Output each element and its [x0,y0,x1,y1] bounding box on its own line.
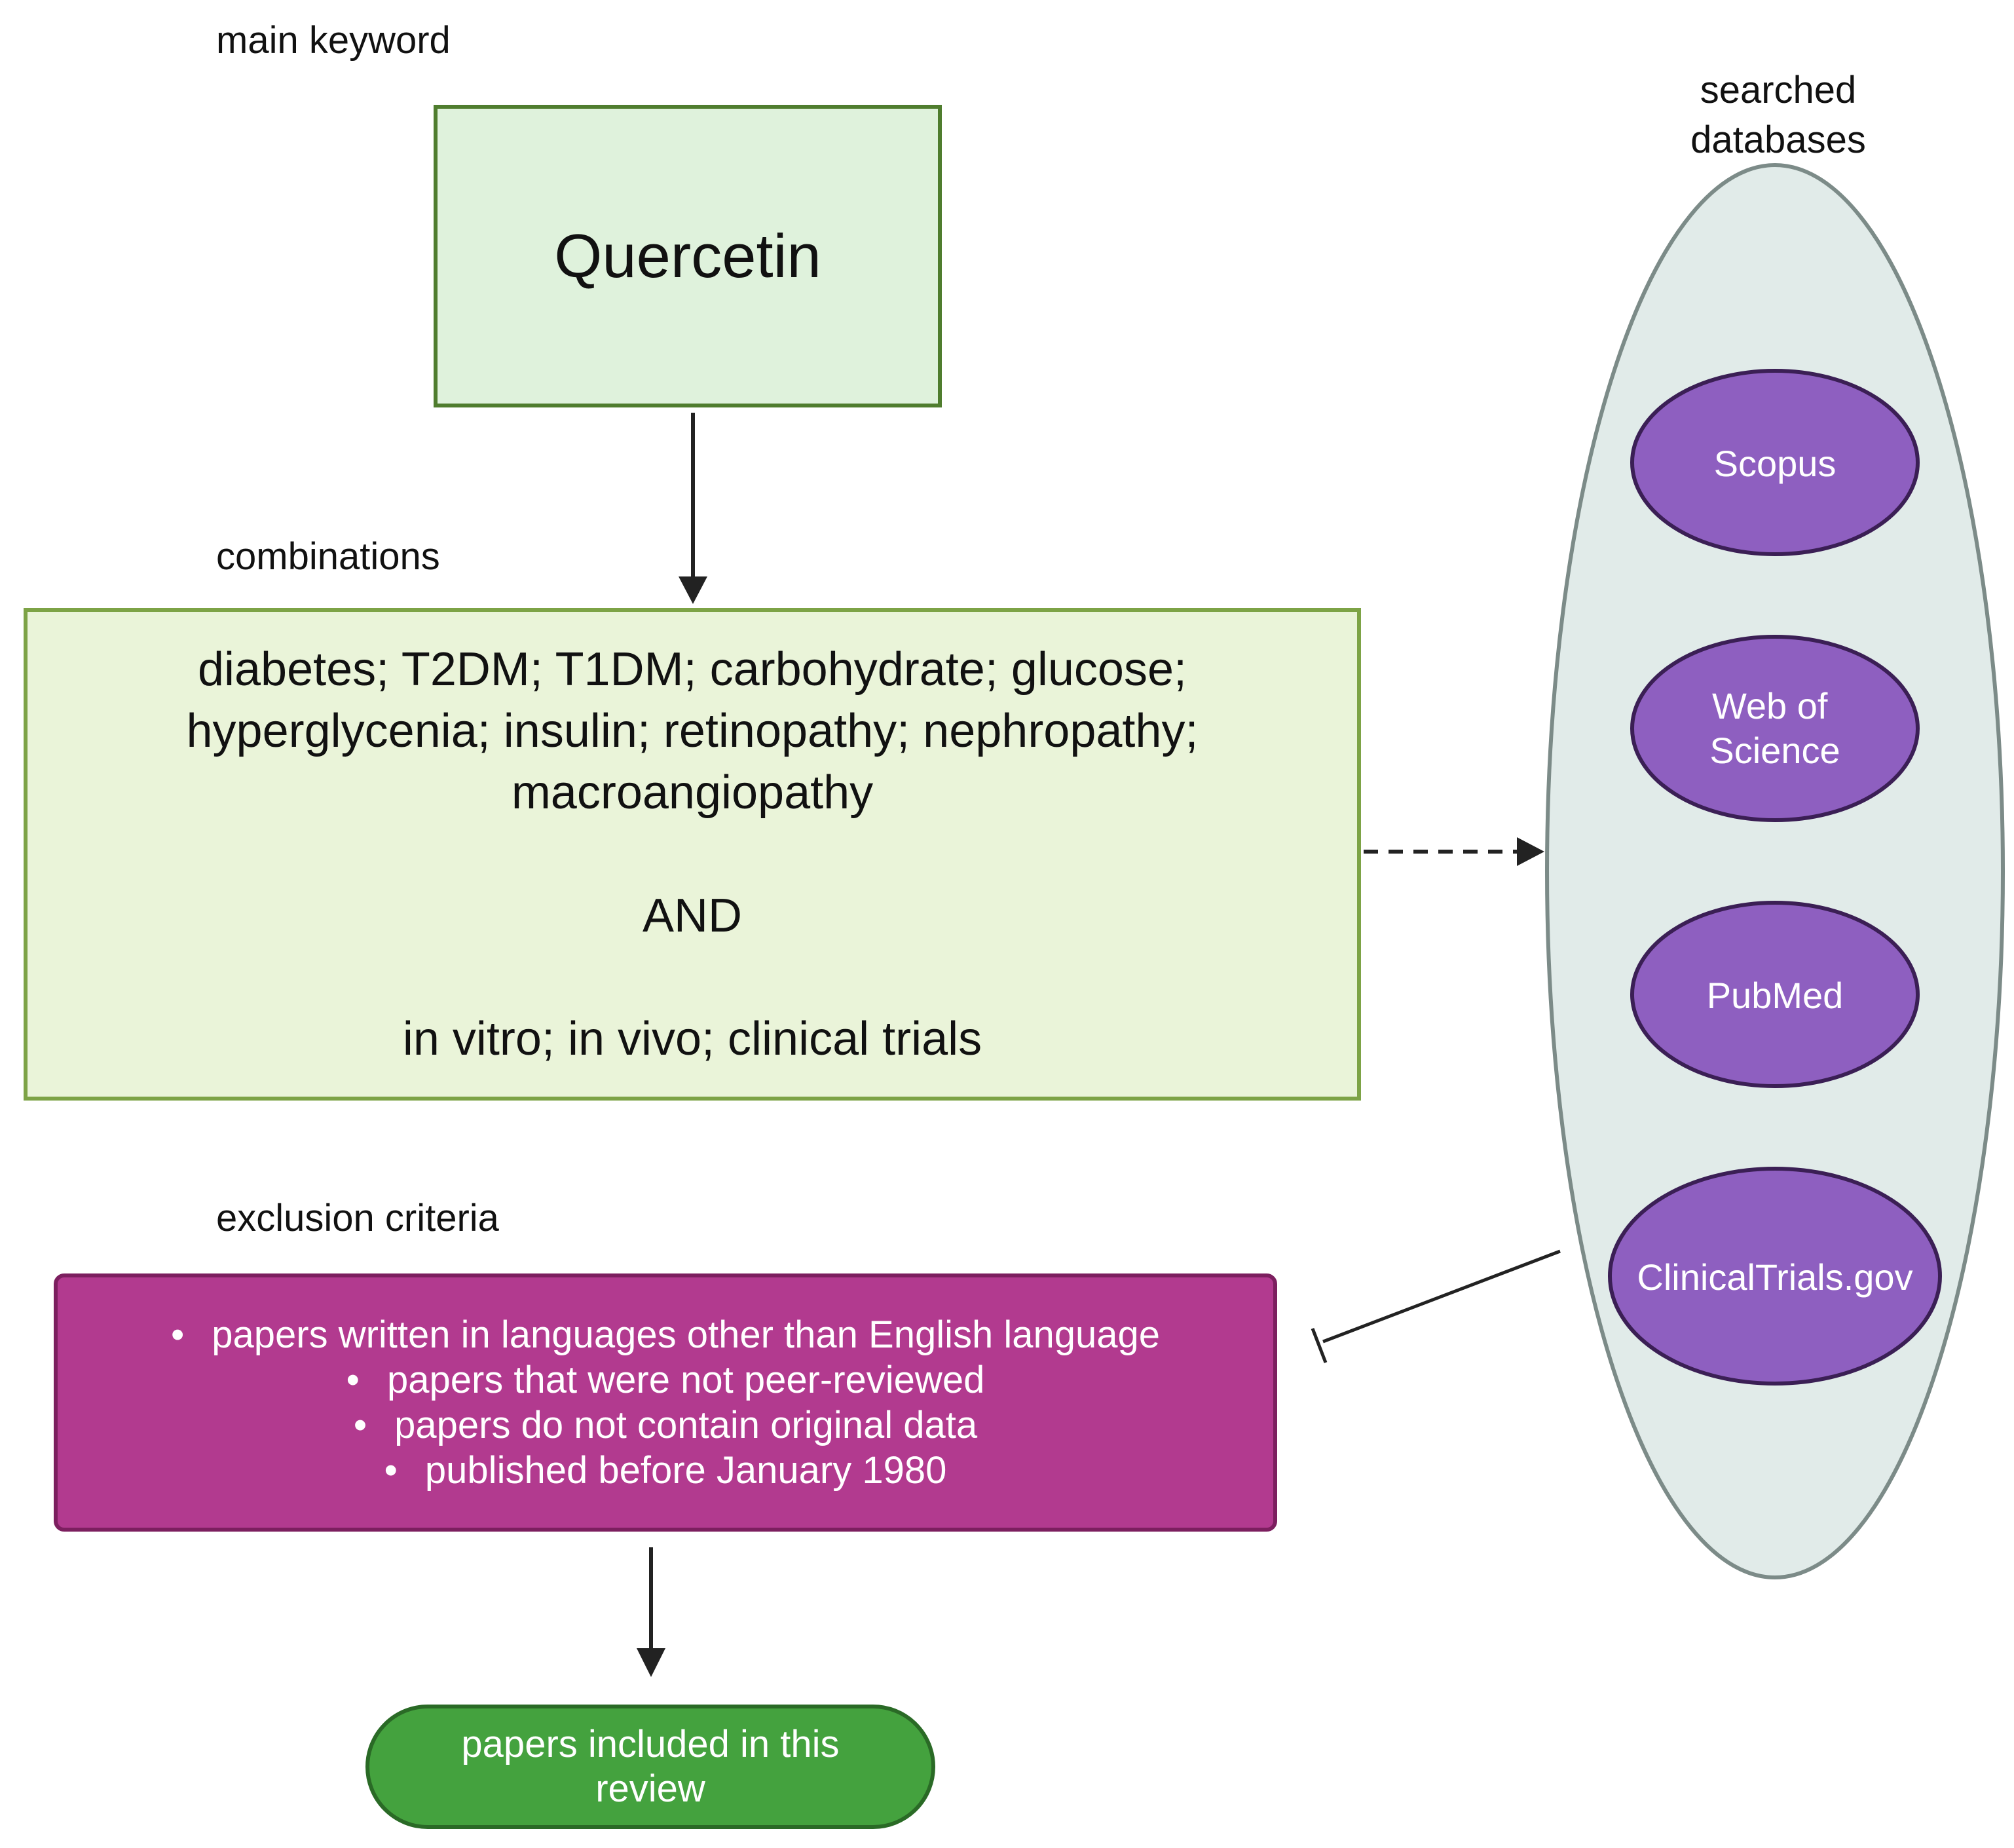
database-web-of-science: Web of Science [1630,635,1920,822]
combination-terms-line: hyperglycenia; insulin; retinopathy; nep… [186,705,1199,757]
svg-text:Scopus: Scopus [1714,443,1837,484]
combination-terms-line: macroangiopathy [511,766,874,819]
arrow-keyword-to-combinations [679,413,707,604]
exclusion-criterion: papers that were not peer-reviewed [171,1357,1160,1403]
searched-databases-line: databases [1690,119,1866,161]
exclusion-criterion: papers written in languages other than E… [171,1312,1160,1357]
database-label: PubMed [1707,975,1844,1016]
combinations-box: diabetes; T2DM; T1DM; carbohydrate; gluc… [24,608,1361,1101]
study-types-line: in vitro; in vivo; clinical trials [402,1013,982,1065]
combination-operator: AND [642,890,742,942]
svg-text:Web of Science: Web of Science [1709,685,1840,771]
combinations-label: combinations [216,535,440,578]
svg-text:PubMed: PubMed [1707,975,1844,1016]
database-label: Science [1709,730,1840,771]
main-keyword-label: main keyword [216,19,451,62]
keyword-text: Quercetin [554,221,821,290]
exclusion-criteria-list: papers written in languages other than E… [171,1312,1160,1493]
arrow-exclusion-to-result [637,1547,665,1677]
exclusion-criteria-label: exclusion criteria [216,1197,499,1239]
exclusion-criteria-box: papers written in languages other than E… [54,1273,1277,1532]
svg-text:ClinicalTrials.gov: ClinicalTrials.gov [1637,1256,1912,1298]
dashed-arrow-to-databases [1364,837,1544,866]
result-text-line: papers included in this [461,1723,840,1765]
database-label: Web of [1712,685,1828,726]
inhibit-line-to-exclusion [1311,1249,1561,1363]
database-label: ClinicalTrials.gov [1637,1256,1912,1298]
searched-databases-line: searched [1700,69,1857,111]
result-box: papers included in this review [365,1705,935,1829]
exclusion-criterion: papers do not contain original data [171,1403,1160,1448]
database-clinicaltrials: ClinicalTrials.gov [1608,1167,1942,1386]
exclusion-criterion: published before January 1980 [171,1448,1160,1493]
searched-databases-label: searched databases [1683,66,1873,165]
database-scopus: Scopus [1630,369,1920,556]
keyword-box: Quercetin [434,105,942,407]
database-label: Scopus [1714,443,1837,484]
database-pubmed: PubMed [1630,901,1920,1088]
result-text-line: review [595,1767,705,1810]
combination-terms-line: diabetes; T2DM; T1DM; carbohydrate; gluc… [197,643,1187,696]
